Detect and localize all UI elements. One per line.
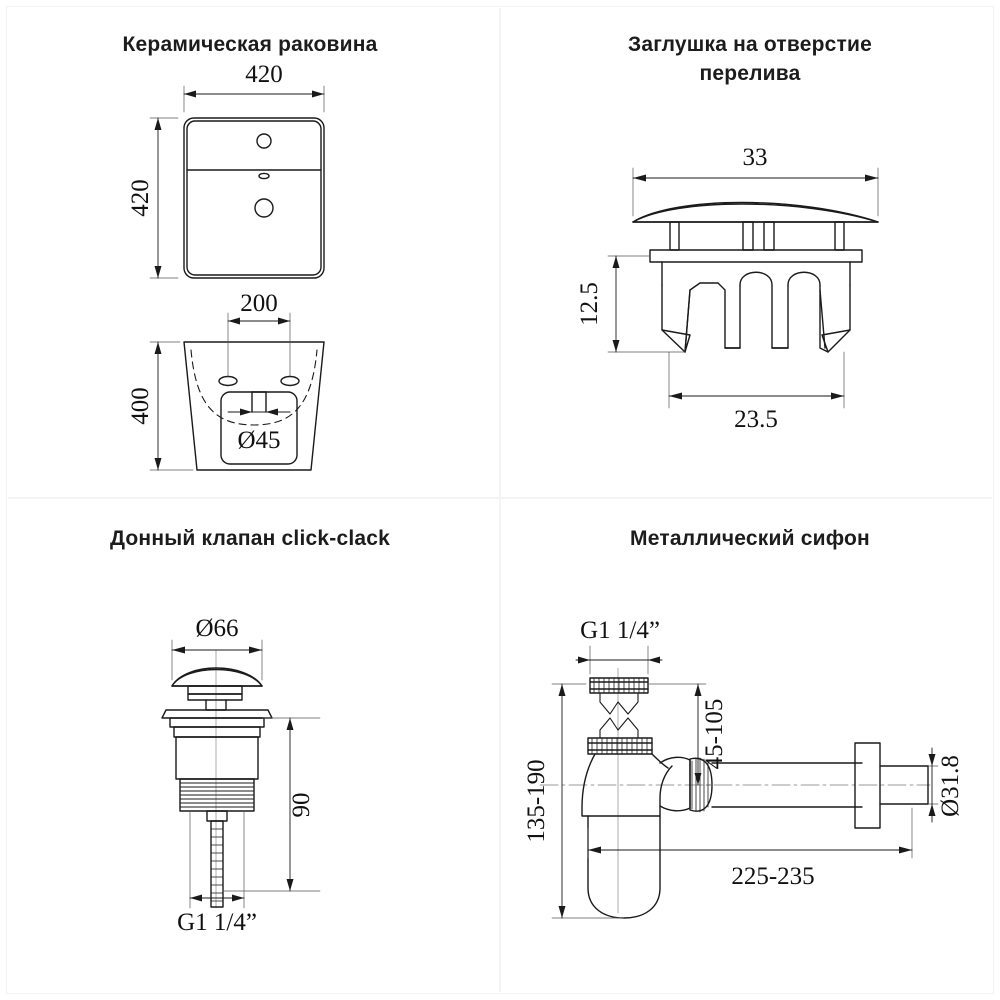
dim-label-leg-width: 23.5 xyxy=(734,406,778,433)
panel-title-overflow-plug-line2: перелива xyxy=(699,62,801,85)
panel-click-clack-valve: Донный клапан click-clack xyxy=(0,498,500,1000)
dim-label-valve-length: 90 xyxy=(288,793,315,818)
dim-label-valve-thread: G1 1/4” xyxy=(177,909,257,936)
click-clack-valve-drawing: Ø66 90 G1 1/4” xyxy=(161,615,321,936)
panel-ceramic-sink: Керамическая раковина xyxy=(0,0,500,498)
metal-siphon-drawing: G1 1/4” 135-190 45-105 225-235 Ø31.8 xyxy=(523,617,964,919)
panel-title-overflow-plug: Заглушка на отверстие перелива xyxy=(500,30,1000,88)
sheet-border xyxy=(6,6,994,994)
panel-title-metal-siphon: Металлический сифон xyxy=(630,527,870,550)
overflow-plug-drawing: 33 12.5 23.5 xyxy=(576,144,879,433)
panel-title-click-clack-valve: Донный клапан click-clack xyxy=(109,527,390,550)
panel-title-ceramic-sink: Керамическая раковина xyxy=(122,33,378,56)
dim-label-siphon-inlet-thread: G1 1/4” xyxy=(580,617,660,644)
panel-overflow-plug: Заглушка на отверстие перелива xyxy=(500,0,1000,498)
horizontal-divider xyxy=(8,497,992,499)
dim-label-siphon-outlet-height: 45-105 xyxy=(701,699,728,770)
dim-label-cap-diameter: Ø66 xyxy=(195,615,238,642)
dim-label-sink-width: 420 xyxy=(245,61,283,88)
dim-label-mount-spacing: 200 xyxy=(240,290,278,317)
dim-label-siphon-height: 135-190 xyxy=(523,759,550,842)
dim-label-cap-width: 33 xyxy=(743,144,768,171)
vertical-divider xyxy=(499,8,501,992)
dim-label-siphon-outlet-diameter: Ø31.8 xyxy=(937,755,964,817)
dim-label-sink-height: 420 xyxy=(127,179,154,217)
ceramic-sink-drawing: 420 420 200 400 Ø45 xyxy=(127,61,325,471)
panel-metal-siphon: Металлический сифон xyxy=(500,498,1000,1000)
dim-label-sink-depth: 400 xyxy=(127,387,154,425)
dim-label-leg-height: 12.5 xyxy=(576,282,603,326)
panel-title-overflow-plug-line1: Заглушка на отверстие xyxy=(627,33,872,56)
dim-label-drain-diameter: Ø45 xyxy=(237,427,280,454)
dim-label-siphon-outlet-length: 225-235 xyxy=(731,863,814,890)
